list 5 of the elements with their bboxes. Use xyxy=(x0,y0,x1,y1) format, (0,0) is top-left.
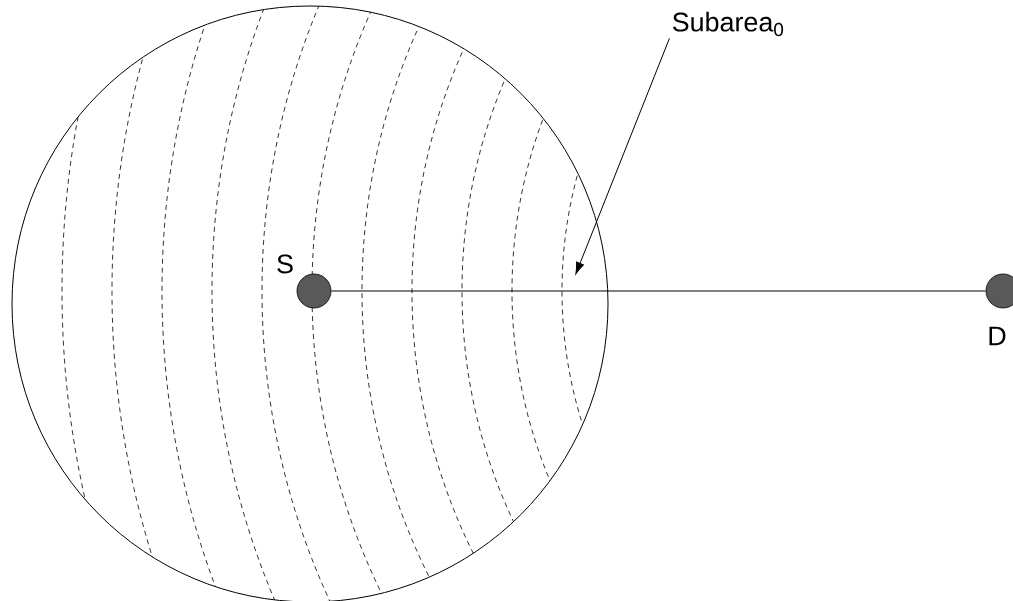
connector-line xyxy=(330,290,987,292)
node-label: S xyxy=(277,254,293,274)
callout-text: Subarea$_{0}$ xyxy=(672,11,784,37)
node-label: D xyxy=(989,326,1006,346)
leader-line xyxy=(575,37,670,275)
